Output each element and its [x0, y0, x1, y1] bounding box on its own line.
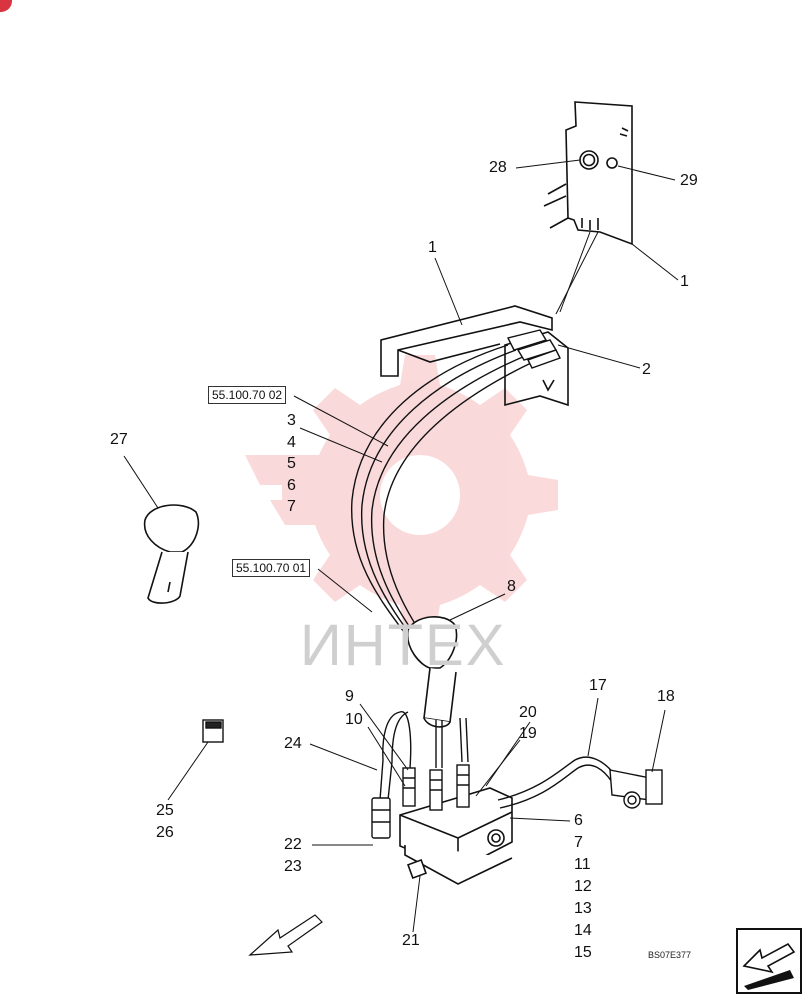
callout-stack-switch: 25 26: [156, 800, 174, 844]
switch-block: [202, 719, 224, 743]
callout-stack-item: 5: [287, 455, 296, 472]
tee-fitting: [609, 769, 663, 809]
hose-end-fittings: [506, 329, 561, 369]
leader-lines: [123, 159, 679, 933]
bracket-plate: [543, 101, 633, 246]
spare-handle: [143, 504, 200, 604]
valve-block: [399, 787, 513, 885]
callout-stack-item: 22: [284, 836, 302, 853]
callout-stack-item: 7: [574, 834, 583, 851]
drawing-code: BS07E377: [648, 950, 692, 960]
callout-stack-item: 7: [287, 498, 296, 515]
callout-stack-item: 12: [574, 878, 592, 895]
callout-stack-item: 11: [574, 856, 591, 873]
arrow-left-down-icon: [742, 942, 796, 990]
callout-28: 28: [489, 159, 507, 176]
callout-stack-hoses: 3 4 5 6 7: [287, 410, 296, 518]
callout-24: 24: [284, 735, 302, 752]
watermark-text: ИНТЕХ: [300, 613, 507, 678]
callout-1-plate: 1: [680, 273, 689, 290]
hose-to-fitting: [497, 756, 616, 809]
callout-17: 17: [589, 677, 607, 694]
callout-27: 27: [110, 431, 128, 448]
callout-stack-item: 3: [287, 412, 296, 429]
callout-stack-item: 13: [574, 900, 592, 917]
callout-10: 10: [345, 711, 363, 728]
callout-2: 2: [642, 361, 651, 378]
callout-stack-item: 25: [156, 802, 174, 819]
callout-stack-item: 4: [287, 433, 296, 451]
watermark-gear-icon: [245, 355, 558, 635]
callout-18: 18: [657, 688, 675, 705]
callout-stack-fitting: 22 23: [284, 834, 302, 878]
callout-9: 9: [345, 688, 354, 705]
ref-box-lower[interactable]: 55.100.70 01: [232, 559, 311, 577]
valve-fittings: [402, 764, 470, 811]
next-page-button[interactable]: [736, 928, 802, 994]
pilot-hoses: [379, 711, 469, 801]
ref-box-upper[interactable]: 55.100.70 02: [208, 386, 287, 404]
return-hose: [371, 797, 391, 839]
callout-stack-valve: 6 7 11 12 13 14 15: [574, 810, 592, 964]
callout-stack-item: 14: [574, 922, 592, 939]
callout-stack-item: 6: [574, 812, 583, 829]
callout-19: 19: [519, 725, 537, 742]
callout-stack-item: 26: [156, 824, 174, 841]
callout-20: 20: [519, 704, 537, 721]
callout-29: 29: [680, 172, 698, 189]
hydraulic-hoses: [350, 344, 534, 653]
joystick-handle: [406, 616, 458, 728]
callout-stack-item: 6: [287, 476, 296, 494]
callout-1-bracket: 1: [428, 239, 437, 256]
callout-8: 8: [507, 578, 516, 595]
mounting-bracket: [380, 305, 569, 407]
direction-arrow-icon: [248, 914, 323, 956]
callout-stack-item: 15: [574, 944, 592, 961]
callout-21: 21: [402, 932, 420, 949]
callout-stack-item: 23: [284, 858, 302, 875]
